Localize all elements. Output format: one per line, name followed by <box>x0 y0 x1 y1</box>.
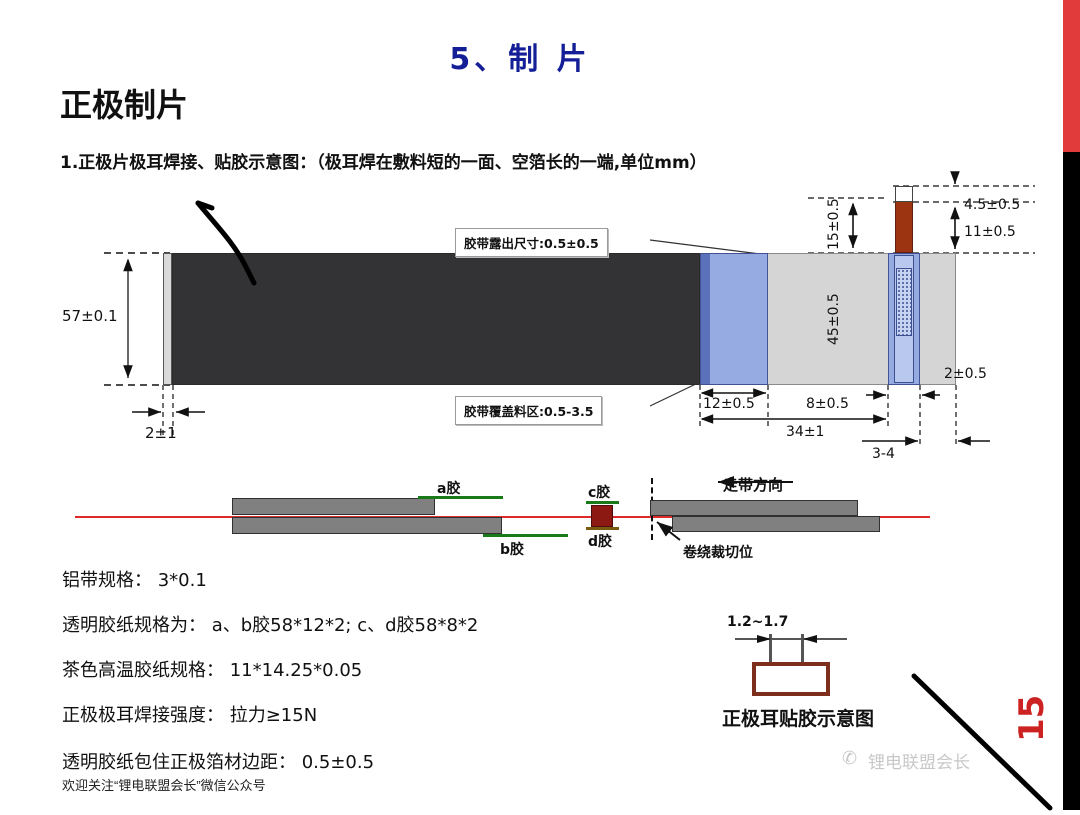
tape-c-line <box>586 501 619 504</box>
label-cut-position: 卷绕裁切位 <box>683 545 753 561</box>
inset-arrowheads <box>757 635 817 643</box>
inset-tab-outline <box>752 662 830 696</box>
tape-b-line <box>483 534 568 537</box>
strip-upper-left <box>232 498 435 515</box>
dim-label-height: 57±0.1 <box>62 307 118 325</box>
right-edge-black-bar <box>1063 152 1080 810</box>
tab-weld-zone <box>896 268 912 336</box>
label-travel-direction: 走带方向 <box>723 476 784 494</box>
tab-cross-section-block <box>591 505 613 527</box>
tab-tip <box>895 186 913 202</box>
inset-caption: 正极耳贴胶示意图 <box>722 709 875 730</box>
label-tape-d: d胶 <box>588 534 613 550</box>
callout-tape-cover: 胶带覆盖料区:0.5-3.5 <box>455 396 603 425</box>
handwritten-corner-stroke <box>911 673 1053 811</box>
inset-dimension-line <box>735 638 847 640</box>
tape-a-line <box>418 496 503 499</box>
spec-line: 正极极耳焊接强度： 拉力≥15N <box>62 705 318 726</box>
dim-label-brown: 11±0.5 <box>964 224 1016 240</box>
label-tape-b: b胶 <box>500 542 525 558</box>
dim-label-tip: 4.5±0.5 <box>964 197 1021 213</box>
strip-lower-left <box>232 517 502 534</box>
dim-label-tab-width: 2±0.5 <box>944 366 987 382</box>
inset-leg-right <box>801 634 804 664</box>
dim-label-distance: 34±1 <box>786 424 825 440</box>
foil-edge-strip <box>163 253 172 385</box>
lower-schematic-arrows <box>656 476 793 541</box>
section-title: 正极制片 <box>60 86 189 124</box>
label-tape-a: a胶 <box>437 481 461 497</box>
spec-line: 茶色高温胶纸规格： 11*14.25*0.05 <box>62 660 363 681</box>
brand-watermark: 锂电联盟会长 <box>868 753 970 772</box>
dim-label-tape-width: 12±0.5 <box>703 396 755 412</box>
dim-label-tab-above: 15±0.5 <box>826 198 842 250</box>
tape-d-line <box>586 527 619 530</box>
slide-title: 5、制 片 <box>449 42 591 77</box>
dim-label-left-margin: 2±1 <box>145 424 177 442</box>
wechat-icon: ✆ <box>842 748 858 768</box>
spec-line: 透明胶纸规格为： a、b胶58*12*2; c、d胶58*8*2 <box>62 615 479 636</box>
item-description: 1.正极片极耳焊接、贴胶示意图：（极耳焊在敷料短的一面、空箔长的一端,单位mm） <box>60 153 707 173</box>
right-edge-red-bar <box>1063 0 1080 152</box>
inset-dimension-label: 1.2~1.7 <box>727 614 789 630</box>
callout-tape-exposed: 胶带露出尺寸:0.5±0.5 <box>455 228 608 257</box>
dim-label-gap: 8±0.5 <box>806 396 849 412</box>
coated-electrode-area <box>172 253 700 385</box>
spec-line: 铝带规格： 3*0.1 <box>62 570 207 591</box>
handwritten-annotation-stroke <box>195 200 257 286</box>
dim-label-edge: 3-4 <box>872 446 895 462</box>
blue-tape-band <box>700 253 768 385</box>
footer-watermark-note: 欢迎关注“锂电联盟会长”微信公众号 <box>62 778 266 793</box>
blue-tape-edge <box>701 254 710 384</box>
dimension-lines <box>104 171 1035 448</box>
strip-upper-right <box>650 500 858 516</box>
dim-label-tab-depth: 45±0.5 <box>826 293 842 345</box>
center-reference-line <box>75 516 930 518</box>
inset-leg-left <box>769 634 772 664</box>
label-tape-c: c胶 <box>588 485 611 501</box>
spec-line: 透明胶纸包住正极箔材边距： 0.5±0.5 <box>62 752 375 773</box>
tab-brown-tape <box>895 200 913 253</box>
